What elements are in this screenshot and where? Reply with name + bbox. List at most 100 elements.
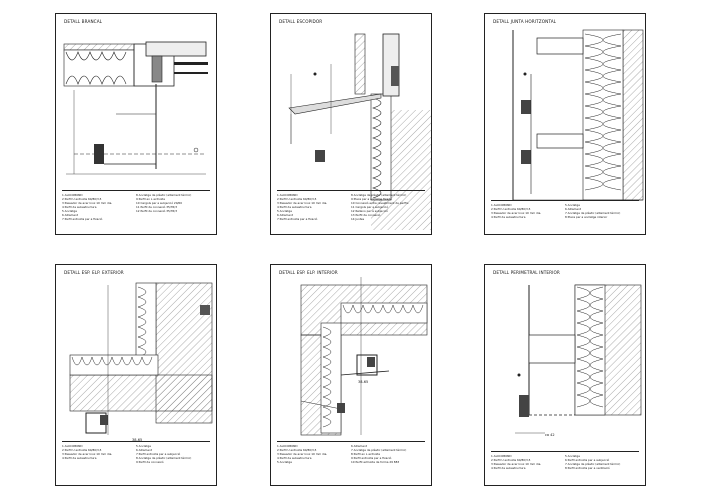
legend-item: 3 Passador de acer Inox 10 mm dia. <box>491 462 542 466</box>
drawing-brancal <box>63 41 208 175</box>
legend-list-left: 1 ALUCOBOND 2 Perfil U extruïda 60/80/3,… <box>491 203 565 219</box>
sheet-title: DETALL ESCOPIDOR <box>279 19 323 24</box>
legend-item: 1 ALUCOBOND <box>62 193 83 197</box>
legend-list-right: 8 Anclatge de plàstic (aïllament tèrmic)… <box>351 193 425 221</box>
drawing-escopidor <box>288 33 431 230</box>
legend-item: 8 Perfil en L extruïda <box>351 452 380 456</box>
sheet-title: DETALL PERIMETRAL INTERIOR <box>493 270 560 275</box>
sheet-detall-esp-elp-exterior: DETALL ESP. ELP. EXTERIOR 1 ALUCOBOND 2 … <box>55 264 217 486</box>
legend-item: 8 Placa per a anclatge interior <box>565 215 608 219</box>
sheet-title: DETALL JUNTA HORITZONTAL <box>493 19 557 24</box>
legend-list-right: 5 Anclatge 6 Aïllament 7 Anclatge de plà… <box>565 203 639 219</box>
legend-item: 2 Perfil U extruïda 60/80/3,5 <box>277 197 317 201</box>
legend-item: 11 Perfil de connexió 35/35/3 <box>136 205 177 209</box>
legend-item: 6 Aïllament <box>565 207 581 211</box>
legend-item: 1 ALUCOBOND <box>277 193 298 197</box>
sheet-title: DETALL ESP. ELP. EXTERIOR <box>64 270 124 275</box>
legend-item: 9 Perfil extruïda per a fixació <box>351 456 392 460</box>
legend-item: 4 Perfil de subestructura <box>277 456 312 460</box>
sheet-detall-junta-horitzontal: DETALL JUNTA HORITZONTAL 1 ALUCOBOND 2 P… <box>484 13 646 235</box>
sheet-detall-perimetral-interior: DETALL PERIMETRAL INTERIOR 1 ALUCOBOND 2… <box>484 264 646 486</box>
sheet-title: DETALL BRANCAL <box>64 19 103 24</box>
legend-item: 1 ALUCOBOND <box>277 444 298 448</box>
legend: 1 ALUCOBOND 2 Perfil U extruïda 60/80/3,… <box>491 200 639 219</box>
legend-item: 6 Aïllament <box>136 448 152 452</box>
legend-item: 13 Perfil de connexió <box>351 213 381 217</box>
legend-item: 9 Perfil en L extruïda <box>136 197 165 201</box>
legend-item: 4 Perfil de subestructura <box>491 215 526 219</box>
legend-item: 9 Placa per a anclatge fixada <box>351 197 392 201</box>
legend-item: 3 Passador de acer Inox 10 mm dia. <box>491 211 542 215</box>
legend-item: 5 Anclatge <box>62 209 77 213</box>
legend-list-right: 6 Aïllament 7 Anclatge de plàstic (aïlla… <box>351 444 425 464</box>
legend-item: 5 Anclatge <box>136 444 151 448</box>
legend-item: 2 Perfil U extruïda 60/80/3,5 <box>491 458 531 462</box>
legend-list-left: 1 ALUCOBOND 2 Perfil U extruïda 60/80/3,… <box>62 193 136 221</box>
legend-item: 2 Perfil U extruïda 60/80/3,5 <box>491 207 531 211</box>
legend-item: 10 Perfil extruïda de forma 29 883 <box>351 460 400 464</box>
legend-list-right: 5 Anclatge 6 Perfil extruïda per a subje… <box>565 454 639 470</box>
sheet-detall-escopidor: DETALL ESCOPIDOR 1 ALUCOBOND 2 Perfil U … <box>270 13 432 235</box>
legend-item: 5 Anclatge <box>277 209 292 213</box>
legend-list-right: 5 Anclatge 6 Aïllament 7 Perfil extruïda… <box>136 444 210 464</box>
legend-item: 2 Perfil U extruïda 60/80/3,5 <box>62 197 102 201</box>
legend: 1 ALUCOBOND 2 Perfil U extruïda 60/80/3,… <box>277 441 425 464</box>
legend-item: 8 Perfil extruïda per a ventilació <box>565 466 610 470</box>
legend-list-right: 8 Anclatge de plàstic (aïllament tèrmic)… <box>136 193 210 221</box>
legend-item: 10 Connexió entre revestiment de perfils <box>351 201 409 205</box>
legend-item: 7 Perfil extruïda per a fixació <box>62 217 103 221</box>
legend-item: 3 Passador de acer Inox 10 mm dia. <box>62 201 113 205</box>
sheet-detall-esp-elp-interior: DETALL ESP. ELP. INTERIOR 1 ALUCOBOND 2 … <box>270 264 432 486</box>
legend-item: 10 Cargols per a subjecció 20/60 <box>136 201 182 205</box>
legend-item: 7 Anclatge de plàstic (aïllament tèrmic) <box>565 211 621 215</box>
legend-item: 3 Passador de acer Inox 10 mm dia. <box>62 452 113 456</box>
legend: 1 ALUCOBOND 2 Perfil U extruïda 60/80/3,… <box>62 190 210 221</box>
legend-item: 14 Juntes <box>351 217 365 221</box>
legend-item: 4 Perfil de subestructura <box>491 466 526 470</box>
legend-item: 7 Anclatge de plàstic (aïllament tèrmic) <box>351 448 407 452</box>
dim-label-b: ca 42 <box>545 433 555 437</box>
legend: 1 ALUCOBOND 2 Perfil U extruïda 60/80/3,… <box>277 190 425 221</box>
legend-item: 12 Perfil de connexió 35/35/3 <box>136 209 177 213</box>
legend-item: 8 Anclatge de plàstic (aïllament tèrmic) <box>351 193 407 197</box>
legend: 1 ALUCOBOND 2 Perfil U extruïda 60/80/3,… <box>491 451 639 470</box>
legend-item: 7 Perfil extruïda per a fixació <box>277 217 318 221</box>
legend-item: 3 Passador de acer Inox 10 mm dia. <box>277 201 328 205</box>
legend-item: 4 Perfil de subestructura <box>62 456 97 460</box>
legend-item: 2 Perfil U extruïda 60/80/3,5 <box>277 448 317 452</box>
legend-item: 6 Perfil extruïda per a subjecció <box>565 458 610 462</box>
legend-item: 5 Anclatge <box>277 460 292 464</box>
sheet-detall-brancal: DETALL BRANCAL 1 ALUCOBOND 2 Perfil U ex… <box>55 13 217 235</box>
legend-item: 1 ALUCOBOND <box>491 203 512 207</box>
drawing-esp-elp-interior <box>300 277 428 436</box>
legend-item: 7 Perfil extruïda per a subjecció <box>136 452 181 456</box>
legend-item: 4 Perfil de subestructura <box>277 205 312 209</box>
legend-item: 12 Relleno per a subjecció <box>351 209 388 213</box>
legend-list-left: 1 ALUCOBOND 2 Perfil U extruïda 60/80/3,… <box>277 193 351 221</box>
legend-item: 8 Anclatge de plàstic (aïllament tèrmic) <box>136 193 192 197</box>
legend-list-left: 1 ALUCOBOND 2 Perfil U extruïda 60/80/3,… <box>62 444 136 464</box>
legend-item: 5 Anclatge <box>565 454 580 458</box>
legend-list-left: 1 ALUCOBOND 2 Perfil U extruïda 60/80/3,… <box>277 444 351 464</box>
legend-item: 7 Anclatge de plàstic (aïllament tèrmic) <box>565 462 621 466</box>
drawing-perimetral-interior <box>515 284 642 434</box>
legend-item: 1 ALUCOBOND <box>62 444 83 448</box>
drawing-esp-elp-exterior <box>69 282 213 435</box>
dim-label-c: 38-65 <box>358 380 369 384</box>
legend-item: 8 Anclatge de plàstic (aïllament tèrmic) <box>136 456 192 460</box>
dim-label-a: 38-65 <box>132 438 143 442</box>
sheet-title: DETALL ESP. ELP. INTERIOR <box>279 270 338 275</box>
drawing-junta-horitzontal <box>512 29 644 201</box>
legend-item: 11 Cargols per a subjecció <box>351 205 389 209</box>
legend-item: 9 Perfil de connexió <box>136 460 164 464</box>
legend-item: 1 ALUCOBOND <box>491 454 512 458</box>
legend-item: 5 Anclatge <box>565 203 580 207</box>
legend-item: 3 Passador de acer Inox 10 mm dia. <box>277 452 328 456</box>
legend-item: 6 Aïllament <box>62 213 78 217</box>
legend-item: 6 Aïllament <box>277 213 293 217</box>
legend-item: 6 Aïllament <box>351 444 367 448</box>
legend-item: 4 Perfil de subestructura <box>62 205 97 209</box>
legend-item: 2 Perfil U extruïda 60/80/3,5 <box>62 448 102 452</box>
legend: 1 ALUCOBOND 2 Perfil U extruïda 60/80/3,… <box>62 441 210 464</box>
legend-list-left: 1 ALUCOBOND 2 Perfil U extruïda 60/80/3,… <box>491 454 565 470</box>
